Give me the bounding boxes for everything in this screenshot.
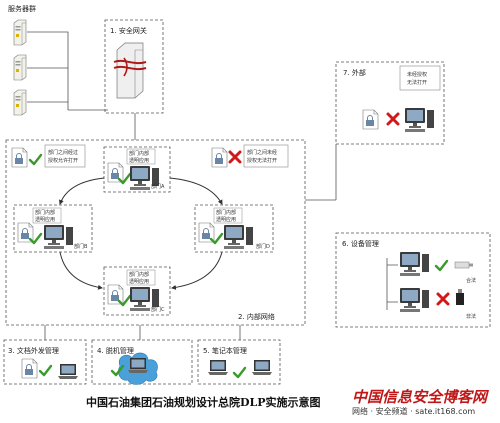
device-mgmt-box [335,232,491,328]
usb-icon [454,261,473,269]
computer-icon [405,108,434,132]
caption: 中国石油集团石油规划设计总院DLP实施示意图 [86,395,321,409]
check-icon [434,259,449,272]
internal-network-label: 2. 内部网络 [238,312,275,321]
illegal-label: 非法 [466,313,476,320]
lock-icon [362,109,379,130]
check-icon [38,364,53,377]
check-icon [28,153,43,166]
dept-d-label: 部门D [256,243,270,250]
dept-d-node: 部门内部 透明应用 部门D [194,204,274,253]
laptop-mgmt-box [197,339,281,385]
lock-icon [211,147,228,168]
dept-c-node: 部门内部 透明应用 部门C [103,266,171,316]
offline-mgmt-label: 4. 脱机管理 [97,346,134,355]
external-link [305,144,337,201]
internal-app-text-2: 透明应用 [216,216,236,223]
internal-app-callout [126,148,156,165]
dept-b-node: 部门内部 透明应用 部门B [13,204,93,253]
lock-icon [11,147,28,168]
server-link [27,31,69,110]
dept-denied-callout [243,144,289,168]
gateway-server-icon [113,42,147,99]
internal-app-text-1: 部门内部 [129,271,149,278]
watermark-url: 网络 · 安全频道 · sate.it168.com [352,406,475,416]
cross-icon [228,150,242,164]
flow-arrow [59,177,105,205]
server-icon [13,54,27,81]
computer-icon [224,225,253,249]
dept-b-label: 部门B [74,243,88,250]
dept-allowed-callout [44,144,86,168]
gateway-box [104,19,164,114]
cannot-open-text: 无法打开 [407,79,427,86]
cross-icon [436,292,450,306]
cross-icon [386,112,400,126]
watermark: 中国信息安全博客网 [352,388,490,406]
dept-denied-text-1: 部门之间未经 [247,149,277,156]
server-group-label: 服务器群 [8,4,36,13]
lock-icon [21,358,38,379]
device-link [386,258,398,310]
internal-app-text-2: 透明应用 [129,157,149,164]
dept-d-box [194,204,274,253]
computer-icon [400,252,429,276]
laptop-mgmt-label: 5. 笔记本管理 [203,346,247,355]
server-link [27,101,108,111]
internal-app-text-1: 部门内部 [129,150,149,157]
server-icon [13,89,27,116]
doc-outbound-label: 3. 文档外发管理 [8,346,59,355]
usb-icon [456,289,464,305]
flow-arrow [59,251,103,290]
dept-c-box [103,266,171,316]
device-mgmt-label: 6. 设备管理 [342,239,379,248]
internal-app-text-1: 部门内部 [35,209,55,216]
server-group: 服务器群 [8,4,36,116]
server-icon [13,19,27,46]
external-label: 7. 外部 [343,68,366,77]
offline-mgmt-box [91,339,193,385]
unauthorized-text: 未经授权 [407,71,427,78]
internal-network-box [5,139,306,326]
unauthorized-callout [399,65,441,91]
dept-denied-text-2: 授权无法打开 [247,157,277,164]
internal-app-callout [32,207,62,224]
dept-b-box [13,204,93,253]
internal-app-text-2: 透明应用 [129,278,149,285]
laptop-icon [252,360,272,375]
internal-app-callout [126,269,156,286]
laptop-icon [208,360,228,375]
gateway-label: 1. 安全网关 [110,26,147,35]
dept-a-box [103,146,171,193]
internal-app-text-2: 透明应用 [35,216,55,223]
laptop-icon [58,364,78,379]
flow-arrow [171,251,223,290]
dept-a-label: 部门A [151,183,165,190]
flow-arrow [169,177,223,205]
dept-allowed-text-2: 授权允许打开 [48,157,78,164]
dept-c-label: 部门C [151,306,165,313]
dept-a-node: 部门内部 透明应用 部门A [103,146,171,193]
computer-icon [400,288,429,312]
computer-icon [44,225,73,249]
internal-app-text-1: 部门内部 [216,209,236,216]
laptop-icon [128,358,148,373]
dept-allowed-text-1: 部门之间经过 [48,149,78,156]
check-icon [232,366,247,379]
legal-label: 合法 [466,277,476,284]
internal-app-callout [213,207,243,224]
